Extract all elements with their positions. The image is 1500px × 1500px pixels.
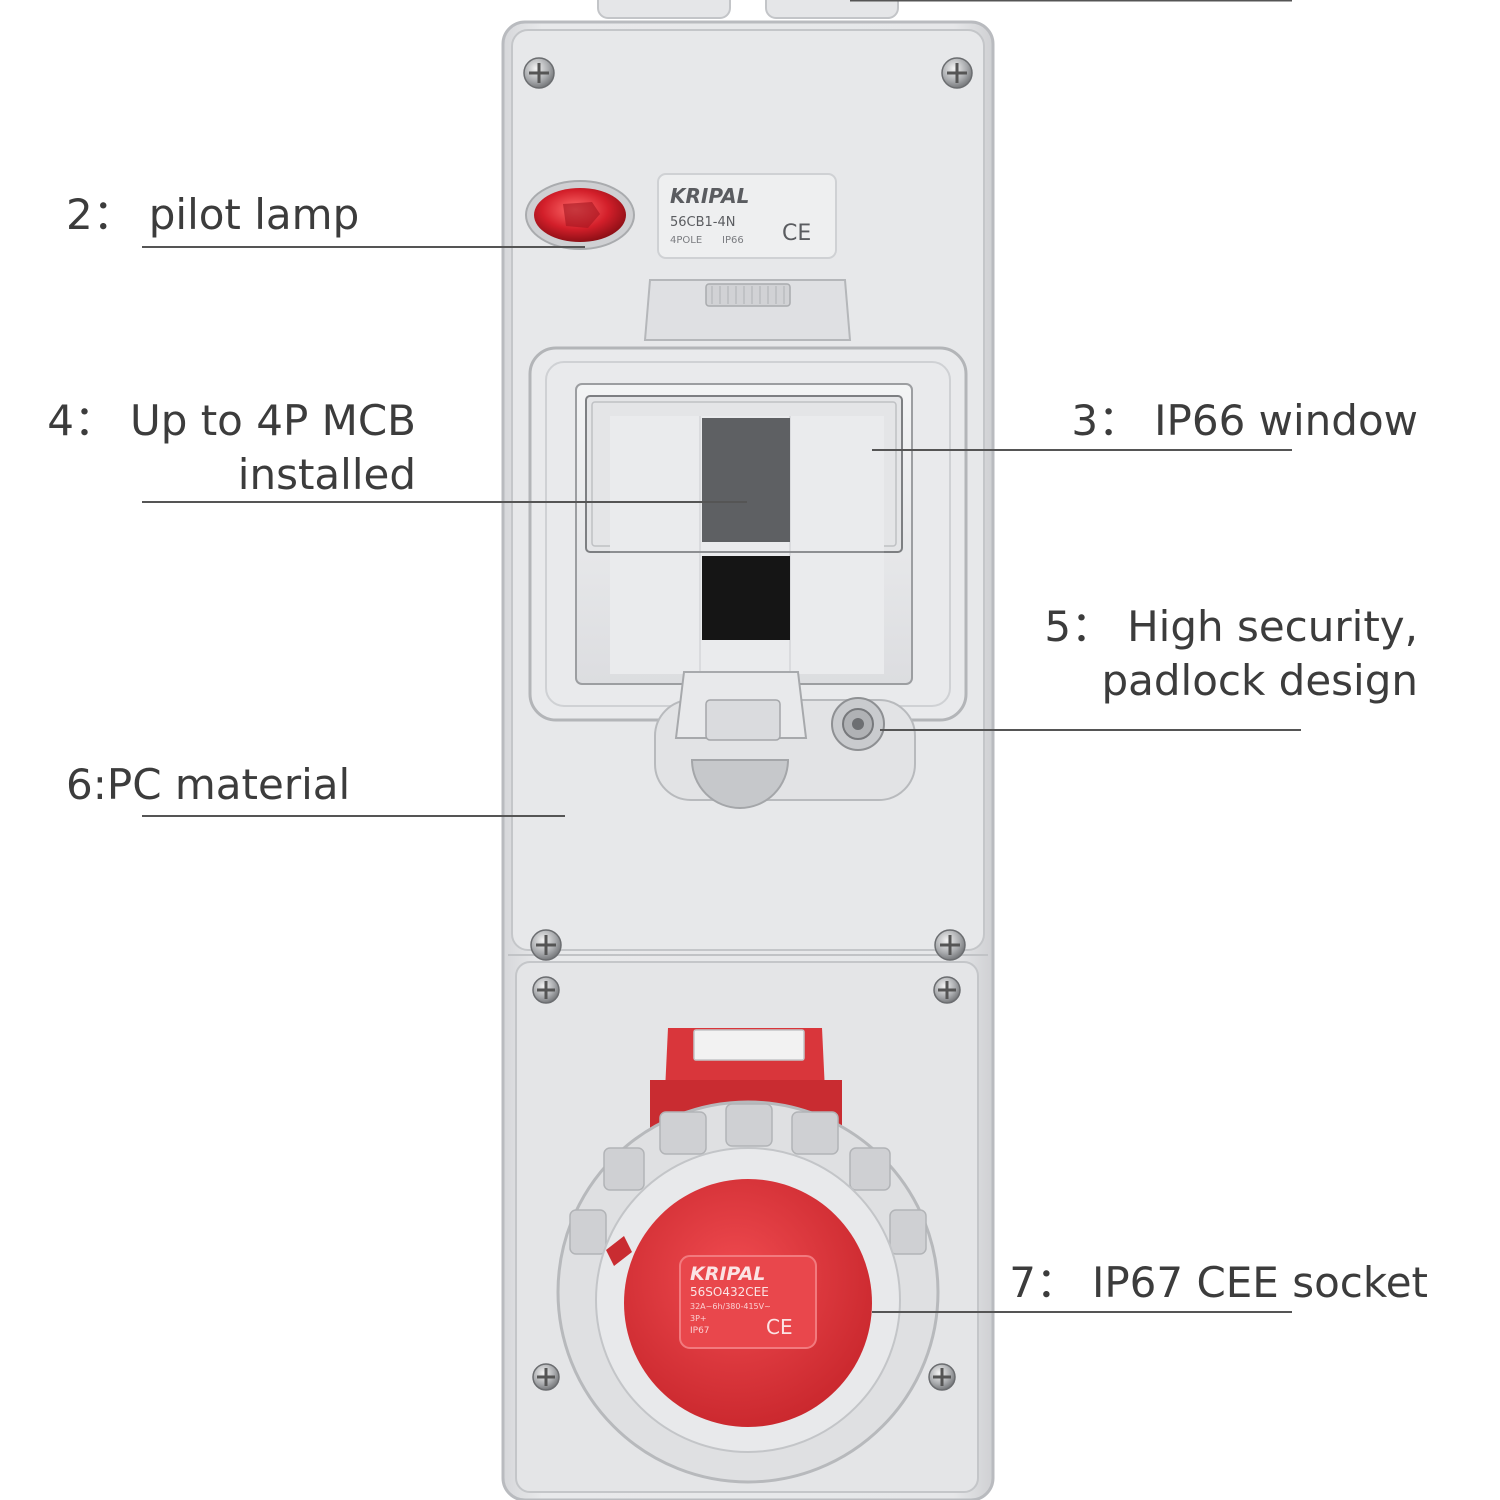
callout-label: IP66 window <box>1154 396 1418 445</box>
leader-line-socket <box>872 1311 1292 1313</box>
screw-mid-right <box>934 929 966 961</box>
socket-plate-spec: 32A~6h/380-415V~ <box>690 1302 771 1311</box>
callout-material: 6:PC material <box>66 758 350 812</box>
mcb-breaker <box>610 416 884 674</box>
socket-plate-ce-mark: CE <box>766 1315 793 1339</box>
callout-socket: 7： IP67 CEE socket <box>990 1256 1428 1310</box>
cable-gland-top-left <box>597 0 731 19</box>
callout-label: pilot lamp <box>148 190 360 239</box>
pilot-lamp <box>525 180 635 250</box>
socket-plate: KRIPAL 56SO432CEE 32A~6h/380-415V~ 3P+ I… <box>679 1255 817 1349</box>
screw-lower-left <box>532 976 560 1004</box>
callout-padlock: 5： High security, padlock design <box>980 600 1418 708</box>
callout-label: PC material <box>106 760 351 809</box>
callout-number: 5： <box>1044 602 1114 651</box>
socket-plate-rating: IP67 <box>690 1326 710 1336</box>
callout-label: Up to 4P MCB <box>129 396 416 445</box>
leader-line-padlock <box>880 729 1301 731</box>
callout-label-line2: padlock design <box>1101 656 1418 705</box>
nameplate-brand: KRIPAL <box>670 184 749 208</box>
leader-line-window <box>872 449 1292 451</box>
cable-gland-top-right <box>765 0 899 19</box>
callout-label: High security, <box>1127 602 1418 651</box>
nameplate-rating: IP66 <box>722 235 744 246</box>
screw-mid-left <box>530 929 562 961</box>
screw-bottom-left <box>532 1363 560 1391</box>
callout-number: 3： <box>1071 396 1141 445</box>
leader-line-material <box>142 815 565 817</box>
padlock-latch <box>654 671 916 809</box>
callout-window: 3： IP66 window <box>1000 394 1418 448</box>
window-hinge <box>643 279 852 341</box>
callout-number: 2： <box>66 190 135 239</box>
leader-line-mcb <box>142 501 747 503</box>
nameplate-ce-mark: CE <box>782 221 811 246</box>
callout-label-line2: installed <box>237 450 416 499</box>
callout-label: IP67 CEE socket <box>1091 1258 1428 1307</box>
leader-line-pilot-lamp <box>142 246 585 248</box>
socket-plate-model: 56SO432CEE <box>690 1285 769 1299</box>
callout-number: 7： <box>1009 1258 1078 1307</box>
callout-mcb: 4： Up to 4P MCB installed <box>40 394 416 502</box>
callout-number: 4： <box>47 396 116 445</box>
screw-top-right <box>941 57 973 89</box>
screw-top-left <box>523 57 555 89</box>
nameplate: KRIPAL 56CB1-4N 4POLE IP66 CE <box>657 173 837 259</box>
nameplate-poles: 4POLE <box>670 235 702 246</box>
socket-plate-brand: KRIPAL <box>690 1263 765 1285</box>
nameplate-model: 56CB1-4N <box>670 215 736 230</box>
screw-bottom-right <box>928 1363 956 1391</box>
callout-pilot-lamp: 2： pilot lamp <box>66 188 359 242</box>
socket-plate-poles: 3P+ <box>690 1314 707 1323</box>
callout-number: 6: <box>66 760 107 809</box>
screw-lower-right <box>933 976 961 1004</box>
